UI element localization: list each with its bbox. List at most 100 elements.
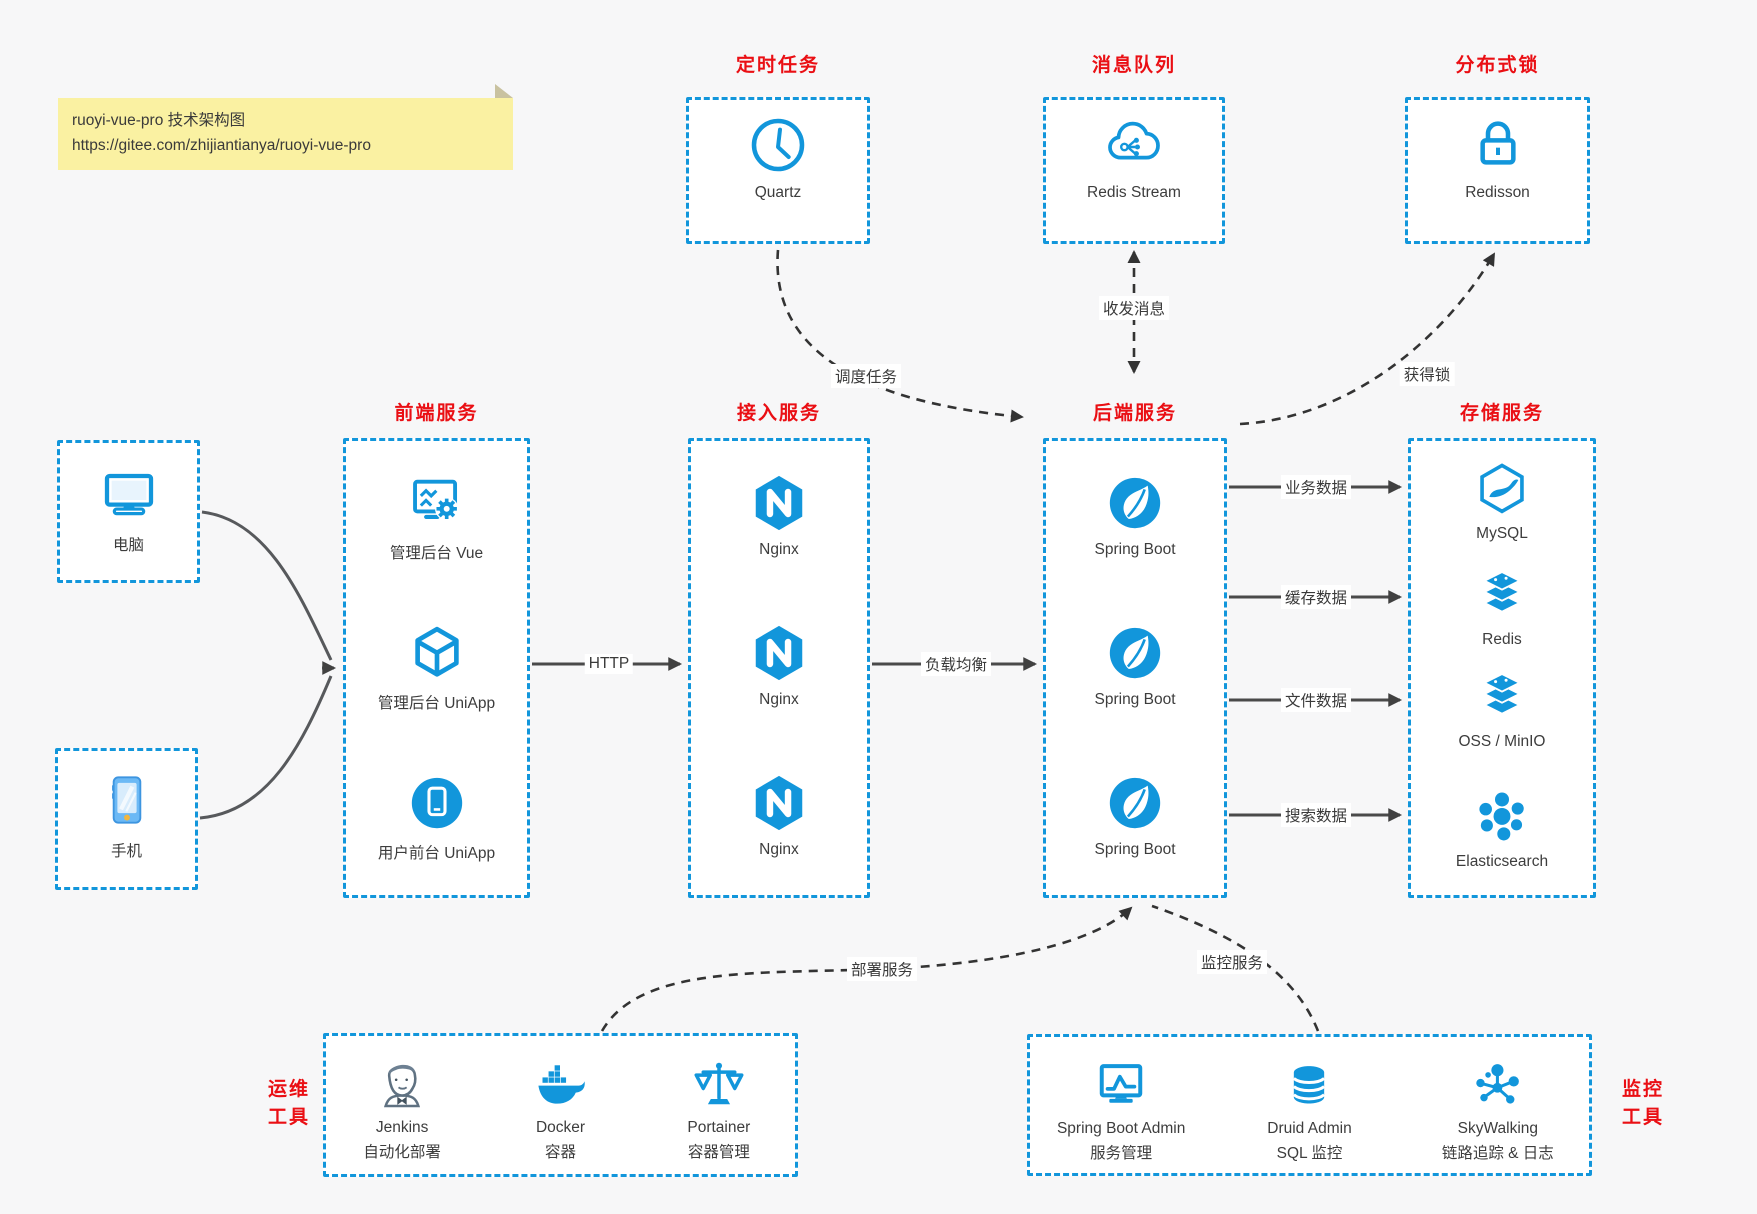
tool-desc: 容器 [544,1144,576,1161]
tool-name: Portainer [687,1119,751,1136]
node-nginx-2: Nginx [688,622,870,709]
tool-name: SkyWalking [1457,1120,1539,1137]
node-redis-stream: Redis Stream [1043,113,1225,202]
cube-icon [414,626,459,677]
elasticsearch-icon [1479,792,1524,841]
tool-druid-admin: Druid Admin SQL 监控 [1215,1034,1403,1176]
node-label: Quartz [754,184,802,201]
clock-icon [751,118,805,172]
title-message-queue: 消息队列 [1091,55,1176,76]
node-label: Redis Stream [1087,184,1181,201]
lock-icon [1479,121,1516,165]
nginx-icon [755,475,803,531]
edge-deploy-service [600,906,1133,1032]
tool-spring-boot-admin: Spring Boot Admin 服务管理 [1027,1034,1215,1176]
monitor-box [1027,1034,1592,1176]
node-mysql: MySQL [1408,460,1596,543]
spring-boot-icon [1109,777,1161,829]
node-label: Elasticsearch [1455,853,1549,870]
edge-label-http: HTTP [584,654,634,674]
edge-label-send-receive-msg: 收发消息 [1098,296,1170,320]
desktop-icon [104,473,153,516]
node-label: Nginx [759,691,799,708]
nginx-icon [755,775,803,831]
object-storage-icon [1482,673,1522,715]
tool-name: Jenkins [375,1119,429,1136]
edge-phone-to-frontend [199,675,333,820]
edge-pc-to-frontend [201,510,333,661]
node-oss-minio: OSS / MinIO [1408,670,1596,751]
druid-database-icon [1293,1066,1326,1104]
tool-desc: SQL 监控 [1276,1145,1343,1162]
node-label: MySQL [1476,525,1528,542]
tool-portainer: Portainer 容器管理 [640,1033,798,1177]
edge-label-business-data: 业务数据 [1280,475,1352,499]
node-quartz: Quartz [686,113,870,202]
title-devops-tools: 运维 工具 [268,1079,311,1128]
portainer-scales-icon [694,1062,744,1105]
title-backend: 后端服务 [1092,403,1177,424]
cloud-stream-icon [1108,121,1160,160]
docker-icon [538,1065,586,1104]
edge-dispatch-task [776,249,1024,423]
edge-label-deploy-service: 部署服务 [846,957,918,981]
node-nginx-3: Nginx [688,772,870,859]
node-springboot-1: Spring Boot [1043,472,1227,559]
note-url: https://gitee.com/zhijiantianya/ruoyi-vu… [72,136,371,154]
tool-name: Druid Admin [1267,1120,1352,1137]
title-monitor-tools: 监控 工具 [1622,1079,1665,1128]
admin-screen-gear-icon [412,479,458,521]
node-label: 电脑 [112,537,144,554]
edge-label-cache-data: 缓存数据 [1280,585,1352,609]
node-label: Nginx [759,841,799,858]
node-pc: 电脑 [57,462,200,555]
tool-desc: 服务管理 [1090,1145,1153,1162]
node-label: Nginx [759,541,799,558]
sticky-note: ruoyi-vue-pro 技术架构图 https://gitee.com/zh… [58,84,513,170]
redis-icon [1482,571,1522,613]
nginx-icon [755,625,803,681]
edge-monitor-service [1151,904,1320,1032]
node-label: Spring Boot [1094,841,1176,858]
node-admin-uniapp: 管理后台 UniApp [343,622,530,713]
node-label: Redis [1482,631,1522,648]
tool-docker: Docker 容器 [481,1033,639,1177]
edge-label-file-data: 文件数据 [1280,688,1352,712]
node-phone: 手机 [55,768,198,861]
tool-name: Spring Boot Admin [1056,1120,1186,1137]
edge-label-monitor-service: 监控服务 [1196,950,1268,974]
edge-label-search-data: 搜索数据 [1280,803,1352,827]
tool-desc: 容器管理 [687,1144,750,1161]
title-distributed-lock: 分布式锁 [1455,55,1540,76]
mq-box [1043,97,1225,244]
spring-boot-icon [1109,477,1161,529]
node-nginx-1: Nginx [688,472,870,559]
note-title: ruoyi-vue-pro 技术架构图 [72,112,246,129]
edge-label-dispatch-task: 调度任务 [830,364,902,388]
note-fold [495,84,513,98]
phone-icon [111,776,141,824]
devops-tools-row: Jenkins 自动化部署 Docker 容器 [323,1033,798,1177]
tool-desc: 自动化部署 [363,1144,441,1161]
node-label: 手机 [110,843,142,860]
node-admin-vue: 管理后台 Vue [343,472,530,563]
spring-boot-icon [1109,627,1161,679]
edge-label-load-balance: 负载均衡 [920,652,992,676]
edge-label-acquire-lock: 获得锁 [1399,362,1455,386]
title-storage: 存储服务 [1459,403,1544,424]
node-label: Spring Boot [1094,691,1176,708]
node-user-uniapp: 用户前台 UniApp [343,772,530,863]
node-label: 管理后台 Vue [389,545,484,562]
tool-desc: 链路追踪 & 日志 [1441,1145,1554,1162]
mobile-app-circle-icon [411,777,462,829]
node-label: 管理后台 UniApp [377,695,496,712]
tool-skywalking: SkyWalking 链路追踪 & 日志 [1404,1034,1592,1176]
tool-jenkins: Jenkins 自动化部署 [323,1033,481,1177]
title-scheduled-task: 定时任务 [735,55,820,76]
edge-acquire-lock [1239,252,1496,426]
node-label: 用户前台 UniApp [377,845,496,862]
node-label: Spring Boot [1094,541,1176,558]
tool-name: Docker [535,1119,586,1136]
node-redisson: Redisson [1405,113,1590,202]
